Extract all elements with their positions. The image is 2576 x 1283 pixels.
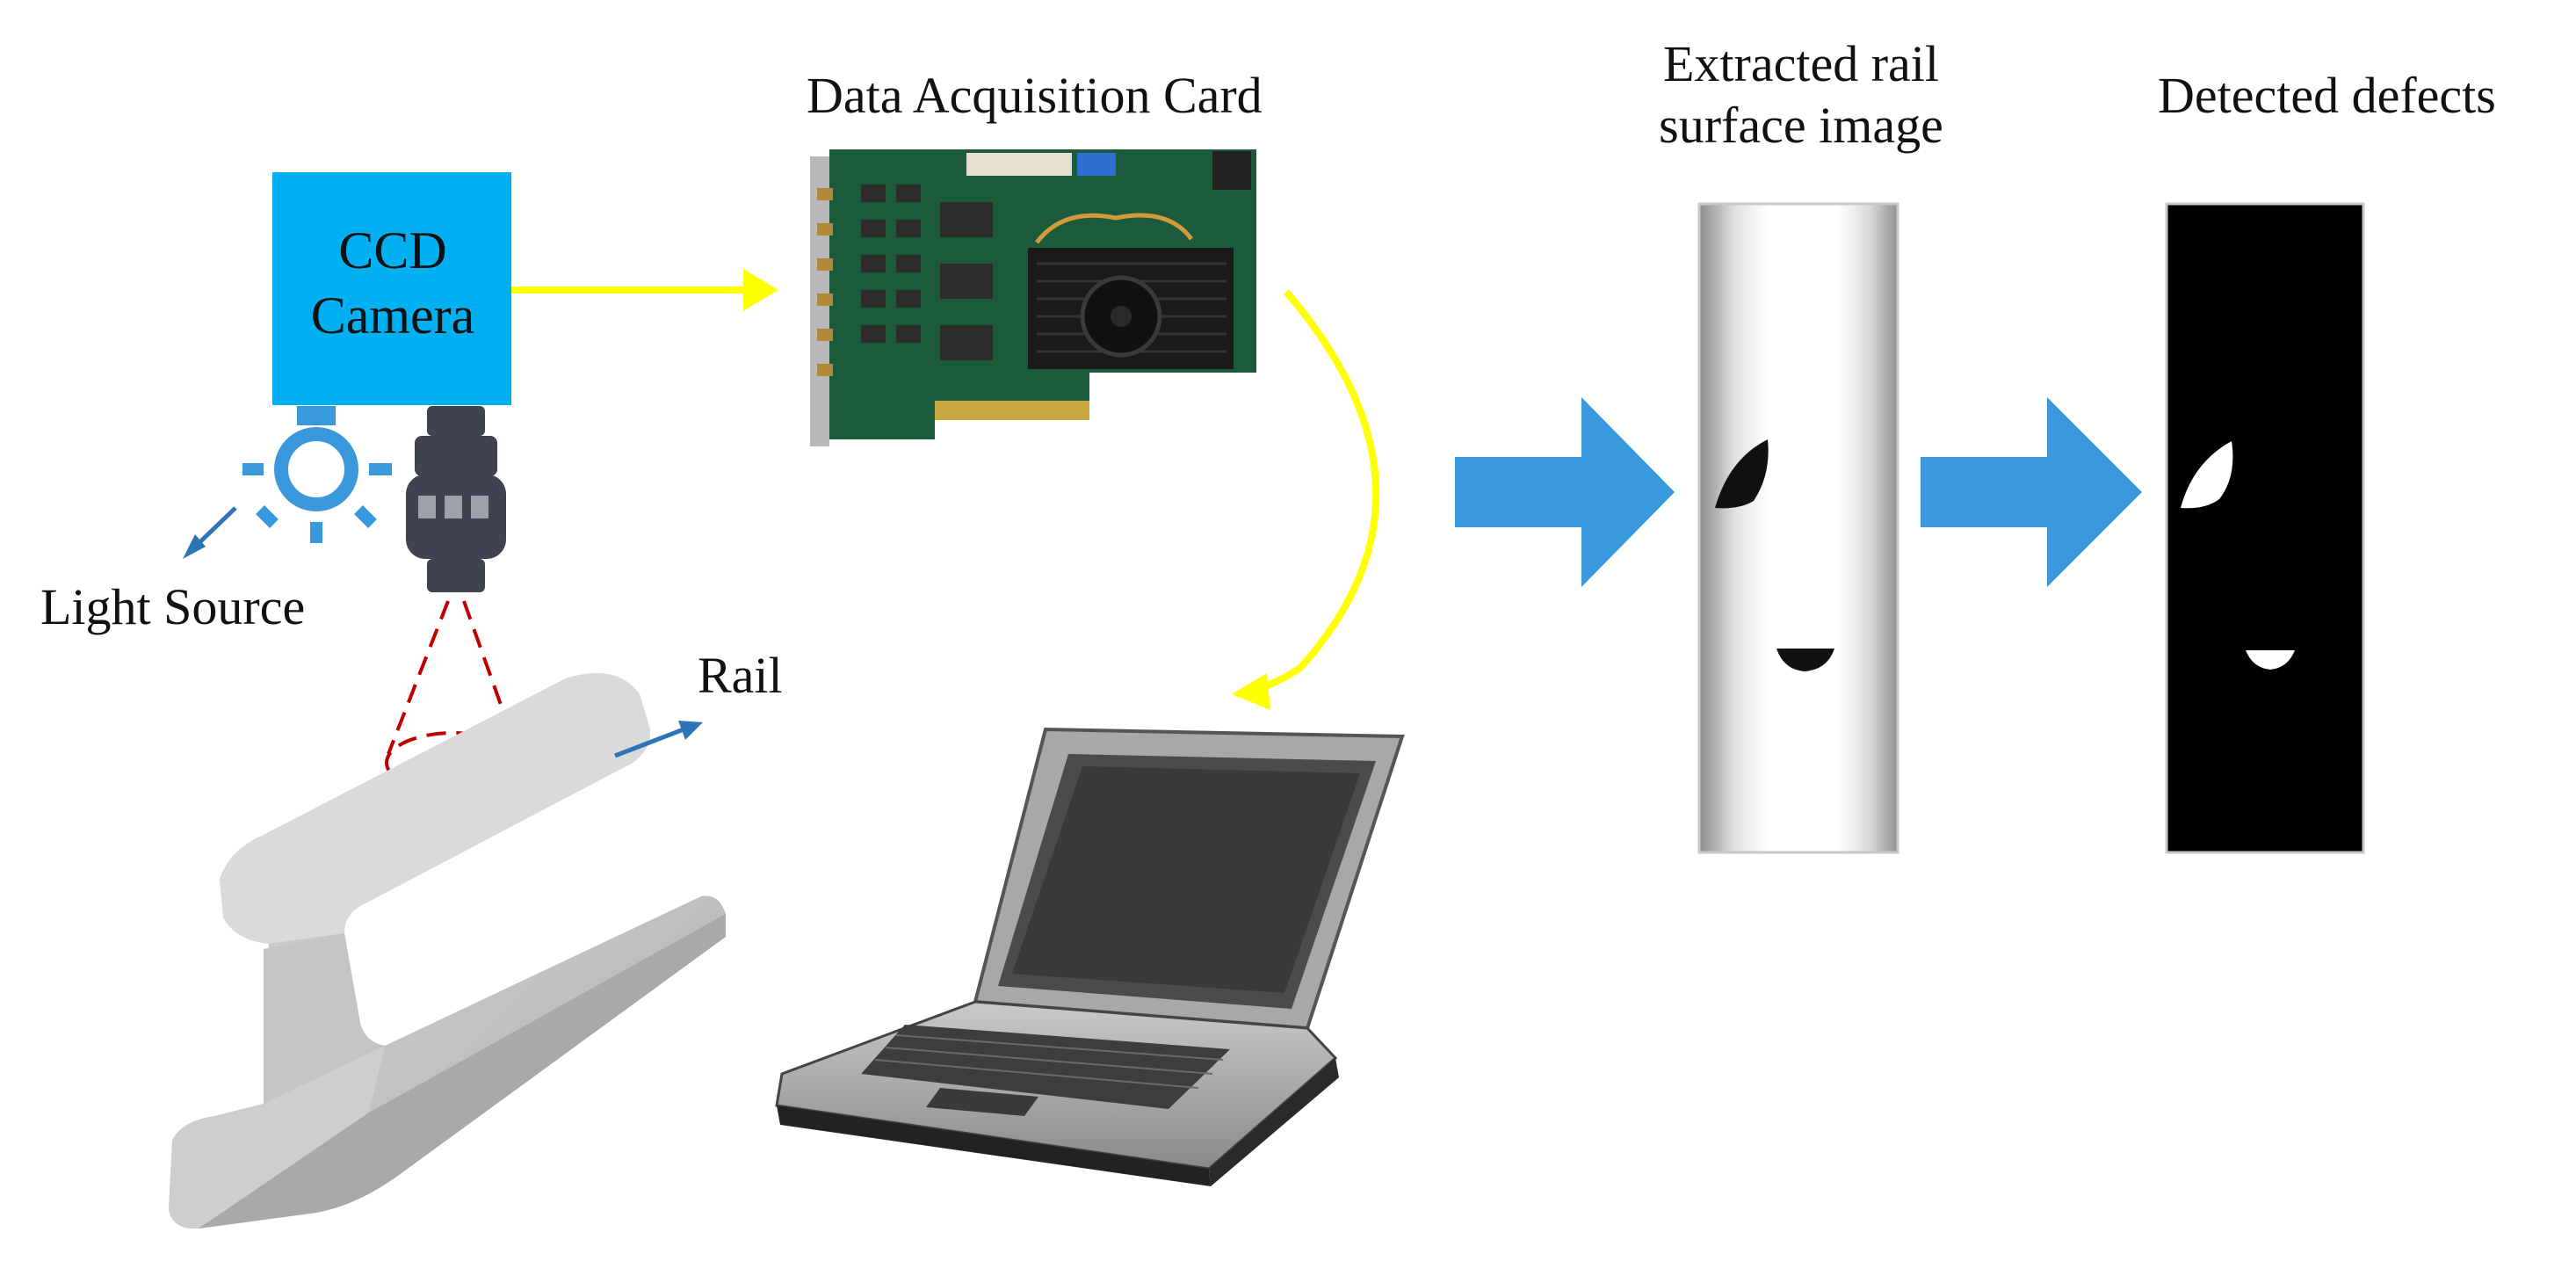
rail-pointer xyxy=(614,721,703,758)
detected-defect-2 xyxy=(2246,650,2295,670)
light-source-label: Light Source xyxy=(40,578,306,635)
daq-card-label: Data Acquisition Card xyxy=(807,67,1263,124)
extracted-image-label: Extracted rail surface image xyxy=(1643,33,1959,156)
defect-2 xyxy=(1776,649,1834,671)
detected-defect-1 xyxy=(2181,441,2233,509)
rail-image xyxy=(169,673,726,1229)
camera-to-card-arrow xyxy=(511,269,778,311)
camera-label-line1: CCD xyxy=(338,221,447,279)
extracted-label-line1: Extracted rail xyxy=(1663,35,1939,92)
laptop-image xyxy=(775,727,1405,1186)
card-to-laptop-arrow xyxy=(1232,289,1380,710)
camera-box xyxy=(272,172,511,405)
light-source-pointer xyxy=(183,506,237,559)
light-bulb-icon xyxy=(242,406,392,543)
extracted-label-line2: surface image xyxy=(1659,96,1943,154)
camera-lens-icon xyxy=(406,406,506,592)
detected-defects-label: Detected defects xyxy=(2158,67,2496,124)
detected-defects-mask xyxy=(2165,202,2365,854)
defect-1 xyxy=(1715,439,1769,509)
camera-label-line2: Camera xyxy=(310,286,475,344)
flow-arrow-1 xyxy=(1455,397,1675,587)
camera-label: CCD Camera xyxy=(274,218,511,348)
rail-label: Rail xyxy=(698,647,783,704)
pcb-card-image xyxy=(810,149,1256,446)
extracted-rail-surface-image xyxy=(1697,202,1899,854)
ccd-camera xyxy=(272,172,511,405)
flow-arrow-2 xyxy=(1921,397,2142,587)
